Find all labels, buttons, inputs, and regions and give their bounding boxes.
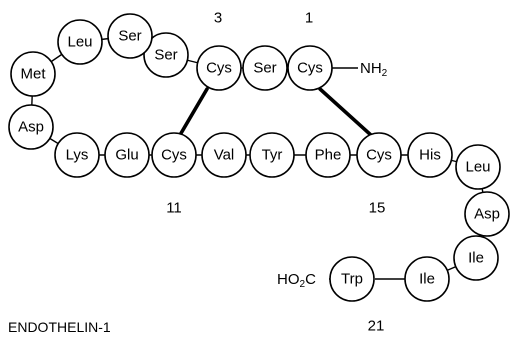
residue-21: Trp <box>329 256 375 302</box>
residue-label: Asp <box>474 206 500 223</box>
residue-9: Lys <box>54 132 100 178</box>
residue-3: Cys <box>196 45 242 91</box>
residue-label: Cys <box>297 60 323 77</box>
position-label-1: 1 <box>305 10 313 27</box>
residue-11: Cys <box>151 132 197 178</box>
residue-10: Glu <box>104 132 150 178</box>
residue-15: Cys <box>356 132 402 178</box>
residue-label: Leu <box>67 34 92 51</box>
residue-label: Ser <box>253 60 276 77</box>
position-label-21: 21 <box>368 318 385 335</box>
residue-label: Glu <box>115 147 138 164</box>
position-numbers: 1 3 11 15 21 <box>166 10 385 335</box>
diagram-title: ENDOTHELIN-1 <box>8 319 111 335</box>
disulfide-bridge-3-11 <box>178 87 209 137</box>
residue-label: Asp <box>18 119 44 136</box>
position-label-11: 11 <box>166 200 182 217</box>
residue-8: Asp <box>8 104 54 150</box>
disulfide-bridge-1-15 <box>318 87 374 138</box>
residue-label: Cys <box>366 147 392 164</box>
position-label-15: 15 <box>369 200 386 217</box>
residue-label: Cys <box>206 60 232 77</box>
residue-6: Leu <box>57 19 103 65</box>
residue-label: Met <box>20 66 46 83</box>
disulfide-bridges <box>178 87 374 138</box>
residue-4: Ser <box>143 32 189 78</box>
residue-label: Cys <box>161 147 187 164</box>
residue-label: Ser <box>154 47 177 64</box>
residue-19: Ile <box>453 235 499 281</box>
residue-16: His <box>407 132 453 178</box>
residue-13: Tyr <box>249 132 295 178</box>
residue-7: Met <box>10 51 56 97</box>
position-label-3: 3 <box>214 10 222 27</box>
residue-label: Tyr <box>262 147 283 164</box>
residue-label: His <box>419 147 441 164</box>
residue-label: Ile <box>468 250 484 267</box>
residue-label: Phe <box>315 147 342 164</box>
residue-14: Phe <box>305 132 351 178</box>
residue-12: Val <box>201 132 247 178</box>
amino-acid-residues: Cys Ser Cys Ser Ser Leu Met Asp Lys Glu … <box>8 13 510 302</box>
residue-label: Val <box>214 147 235 164</box>
c-terminus-label: HO2C <box>277 271 316 290</box>
n-terminus-label: NH2 <box>360 60 388 79</box>
residue-5: Ser <box>107 13 153 59</box>
residue-label: Trp <box>341 271 363 288</box>
residue-20: Ile <box>404 256 450 302</box>
residue-label: Leu <box>465 159 490 176</box>
residue-2: Ser <box>242 45 288 91</box>
residue-1: Cys <box>287 45 333 91</box>
residue-label: Ser <box>118 28 141 45</box>
residue-label: Lys <box>66 147 89 164</box>
residue-18: Asp <box>464 191 510 237</box>
residue-17: Leu <box>455 144 501 190</box>
residue-label: Ile <box>419 271 435 288</box>
